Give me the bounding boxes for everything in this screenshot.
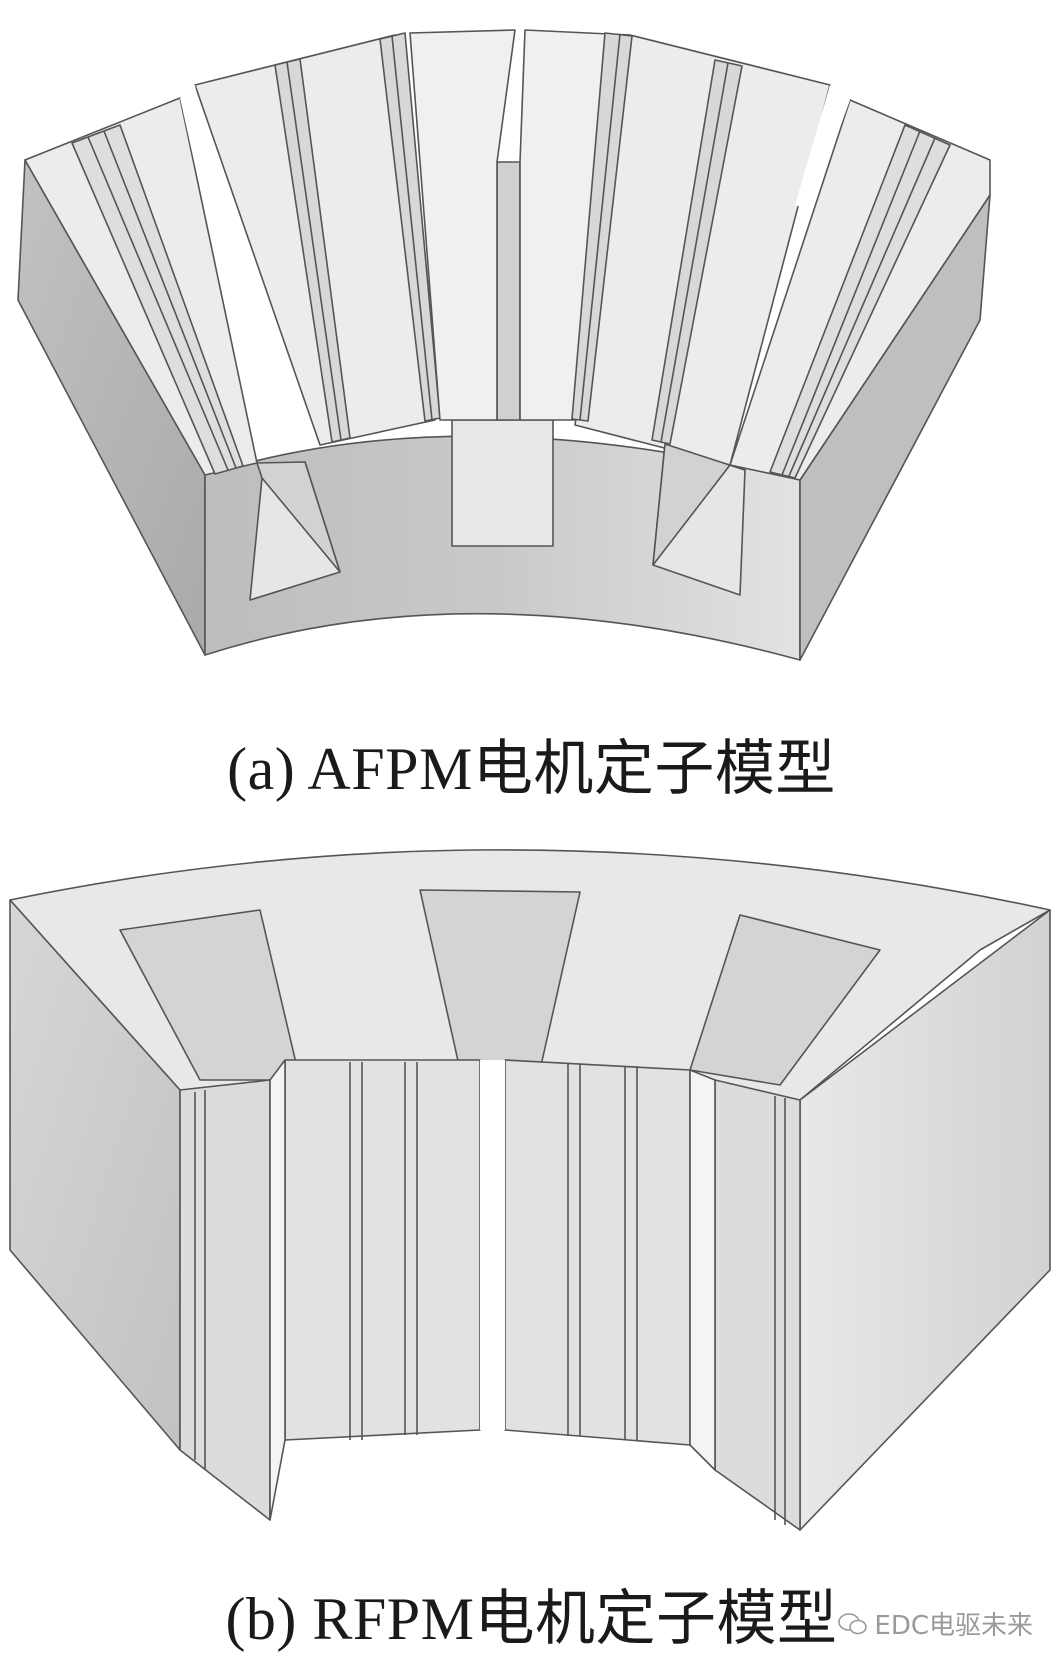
- wechat-icon: [838, 1612, 868, 1634]
- afpm-stator-model-drawing: [17, 29, 991, 661]
- rfpm-tooth-2: [284, 1059, 481, 1441]
- rfpm-slot-3: [689, 914, 881, 1086]
- rfpm-tooth-4: [714, 1079, 801, 1531]
- afpm-slot-2: [451, 419, 554, 547]
- watermark: EDC电驱未来: [838, 1605, 1033, 1642]
- rfpm-tooth-1: [179, 1079, 271, 1521]
- afpm-center-tooth: [496, 161, 521, 421]
- rfpm-stator-figure: [0, 830, 1063, 1669]
- afpm-tooth-3-top: [409, 29, 516, 421]
- rfpm-stator-model-drawing: [9, 849, 1051, 1531]
- rfpm-tooth-3: [504, 1059, 691, 1446]
- afpm-stator-figure: [0, 0, 1063, 760]
- rfpm-caption: (b) RFPM电机定子模型: [225, 1586, 838, 1652]
- watermark-text: EDC电驱未来: [874, 1611, 1033, 1641]
- afpm-caption: (a) AFPM电机定子模型: [227, 736, 836, 802]
